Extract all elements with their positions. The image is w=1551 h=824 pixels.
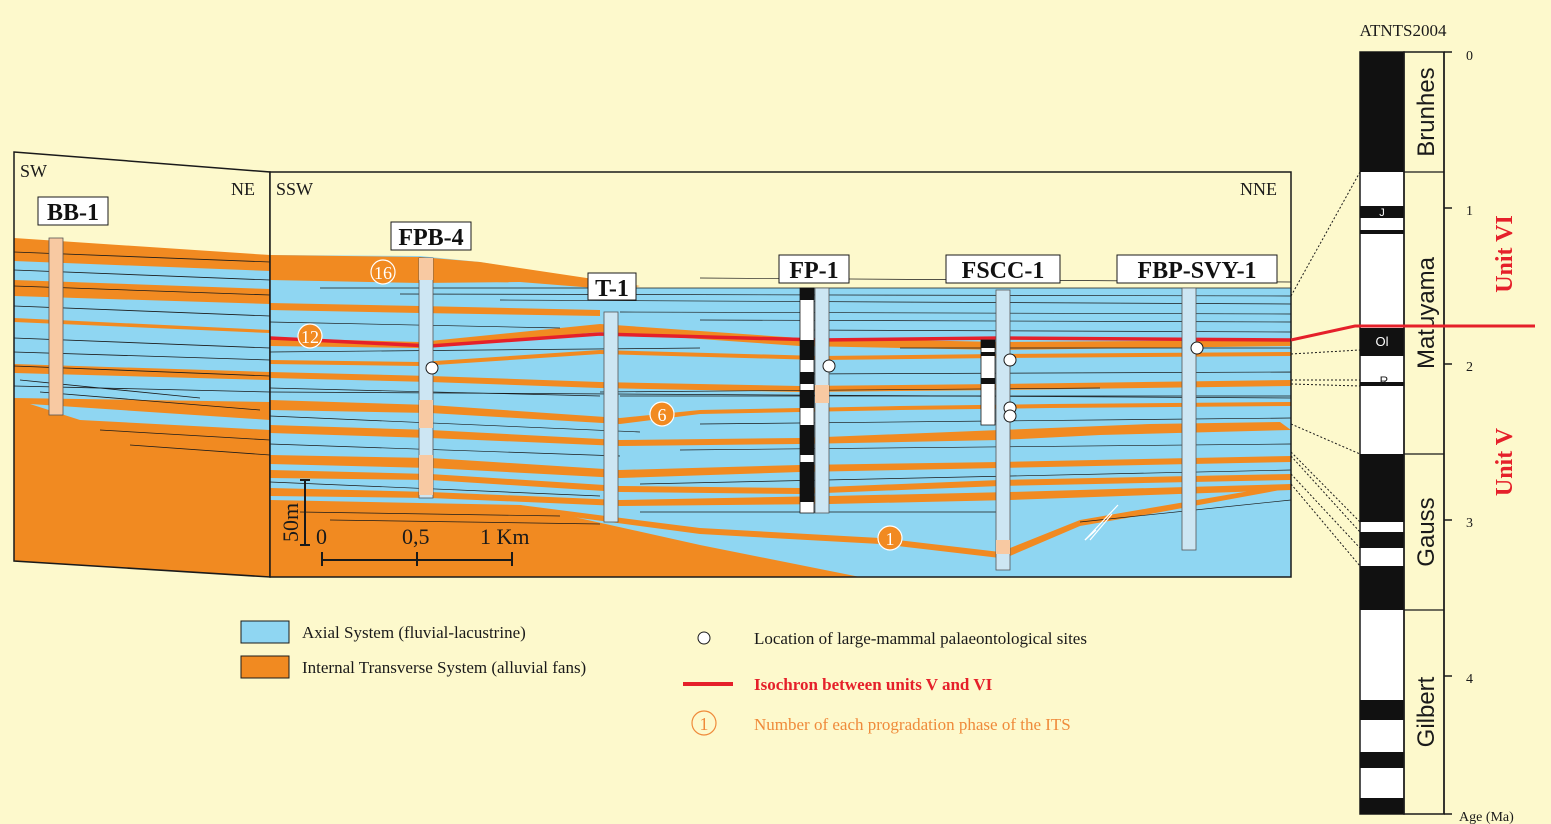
legend-phase-icon: [691, 710, 717, 736]
phase-marker-12: 12: [297, 323, 323, 349]
subchron-ol: Ol: [1376, 334, 1389, 349]
scale-tick-0: 0: [316, 524, 327, 549]
legend-axial-label: Axial System (fluvial-lacustrine): [302, 623, 526, 642]
subchron-r: R: [1380, 374, 1389, 388]
legend-isochron: Isochron between units V and VI: [683, 675, 993, 694]
orientation-ne: NE: [231, 179, 255, 199]
phase-1-label: 1: [886, 529, 895, 549]
timescale: ATNTS2004 J Ol R Brunhes Matuyama Gauss …: [1359, 21, 1514, 824]
scale-tick-1km: 1 Km: [480, 524, 530, 549]
scale-bar: [300, 479, 513, 566]
unit-vi-label: Unit VI: [1492, 215, 1518, 293]
correlation-lines: [1290, 171, 1361, 567]
well-fpb4-label: FPB-4: [398, 225, 463, 251]
phase-16-label: 16: [374, 263, 392, 283]
well-t1-column: [603, 311, 619, 523]
orientation-sw: SW: [20, 161, 47, 181]
chron-gauss: Gauss: [1413, 497, 1440, 566]
legend-isochron-label: Isochron between units V and VI: [754, 675, 993, 694]
site-marker: [425, 361, 439, 375]
age-tick-3: 3: [1466, 516, 1473, 531]
chron-brunhes: Brunhes: [1413, 67, 1440, 156]
timescale-title: ATNTS2004: [1360, 21, 1447, 40]
age-tick-4: 4: [1466, 672, 1473, 687]
unit-v-label: Unit V: [1492, 427, 1518, 496]
scale-tick-05: 0,5: [402, 524, 430, 549]
well-fp1-label: FP-1: [789, 258, 838, 284]
legend-phase-label: Number of each progradation phase of the…: [754, 715, 1071, 734]
chron-gilbert: Gilbert: [1413, 676, 1440, 747]
phase-marker-1: 1: [877, 525, 903, 551]
phase-marker-16: 16: [370, 259, 396, 285]
legend-transverse-label: Internal Transverse System (alluvial fan…: [302, 658, 586, 677]
well-fbpsvy1-label: FBP-SVY-1: [1137, 258, 1256, 284]
scale-vertical-label: 50m: [278, 503, 303, 542]
legend-transverse: Internal Transverse System (alluvial fan…: [240, 655, 586, 679]
age-tick-0: 0: [1466, 49, 1473, 64]
legend-phase: 1 Number of each progradation phase of t…: [691, 710, 1071, 736]
legend: Axial System (fluvial-lacustrine) Intern…: [240, 620, 1087, 736]
well-labels: BB-1 FPB-4 T-1 FP-1 FSCC-1 FBP-SVY-1: [37, 196, 1278, 302]
phase-marker-6: 6: [649, 401, 675, 427]
age-tick-2: 2: [1466, 360, 1473, 375]
phase-markers: 16 12 6 1: [297, 259, 903, 551]
left-panel: [14, 237, 270, 577]
legend-site-icon: [697, 631, 711, 645]
site-marker: [1003, 409, 1017, 423]
site-marker: [822, 359, 836, 373]
site-marker: [1190, 341, 1204, 355]
chron-matuyama: Matuyama: [1413, 256, 1440, 369]
site-marker: [1003, 353, 1017, 367]
well-fscc1-label: FSCC-1: [962, 258, 1045, 284]
well-fscc1-column: [995, 289, 1011, 571]
legend-phase-symbol: 1: [700, 714, 709, 734]
orientation-ssw: SSW: [276, 179, 313, 199]
well-bb1-label: BB-1: [47, 200, 99, 226]
legend-axial: Axial System (fluvial-lacustrine): [240, 620, 526, 644]
orientation-nne: NNE: [1240, 179, 1277, 199]
legend-axial-swatch: [240, 620, 290, 644]
legend-sites-label: Location of large-mammal palaeontologica…: [754, 629, 1087, 648]
age-axis-label: Age (Ma): [1459, 810, 1514, 824]
isochron-extension: [1290, 324, 1535, 342]
well-fbpsvy1-column: [1181, 287, 1197, 551]
age-tick-1: 1: [1466, 204, 1473, 219]
mammal-sites: [425, 341, 1204, 423]
phase-12-label: 12: [301, 327, 319, 347]
legend-transverse-swatch: [240, 655, 290, 679]
legend-sites: Location of large-mammal palaeontologica…: [697, 629, 1087, 648]
well-t1-label: T-1: [595, 276, 629, 302]
subchron-j: J: [1379, 207, 1385, 219]
wells: [418, 257, 1197, 571]
phase-6-label: 6: [658, 405, 667, 425]
